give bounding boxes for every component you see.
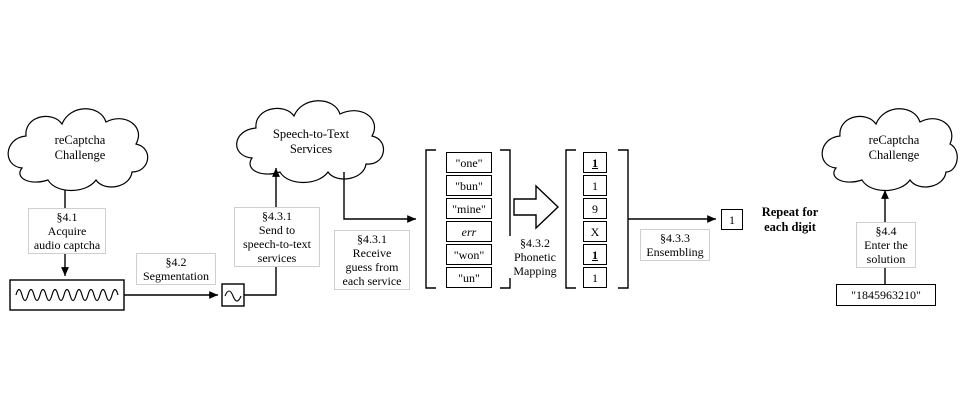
guess-cell-6: "un" [446, 267, 492, 288]
repeat-note-line-2: each digit [764, 220, 816, 234]
mapped-cell-6: 1 [583, 267, 607, 288]
mapped-cell-2: 1 [583, 175, 607, 196]
step-receive-line-2: guess from [345, 260, 399, 274]
step-phonetic-line-1: Phonetic [514, 250, 556, 264]
step-segmentation-line-1: Segmentation [143, 269, 209, 283]
step-enter-label: §4.4 Enter the solution [856, 222, 916, 268]
step-send-section: §4.3.1 [262, 209, 292, 223]
cloud-right: reCaptcha Challenge [844, 133, 944, 163]
bracket-guesses-right [500, 149, 511, 289]
step-acquire-line-1: Acquire [47, 224, 87, 238]
cloud-left-line-2: Challenge [54, 148, 106, 162]
step-acquire-section: §4.1 [56, 210, 78, 224]
waveform-icon [15, 288, 119, 302]
step-acquire-label: §4.1 Acquire audio captcha [28, 208, 106, 254]
cloud-right-line-1: reCaptcha [868, 133, 920, 147]
bracket-mapped-right [618, 149, 629, 289]
cloud-right-line-2: Challenge [868, 148, 920, 162]
guess-cell-1: "one" [446, 152, 492, 173]
cloud-middle-line-2: Services [289, 142, 333, 156]
step-send-line-2: speech-to-text [243, 237, 311, 251]
guess-cell-5: "won" [446, 244, 492, 265]
step-segmentation-section: §4.2 [165, 255, 187, 269]
mapped-cell-5: 1 [583, 244, 607, 265]
mapped-cell-4: X [583, 221, 607, 242]
cloud-shape-middle [236, 100, 385, 184]
step-send-line-1: Send to [258, 223, 296, 237]
step-receive-label: §4.3.1 Receive guess from each service [334, 230, 410, 290]
step-enter-line-2: solution [866, 252, 906, 266]
guess-cell-3: "mine" [446, 198, 492, 219]
mapped-cell-1: 1 [583, 152, 607, 173]
guess-cell-4: err [446, 221, 492, 242]
cloud-shape-left [7, 108, 149, 192]
solution-box: "1845963210" [836, 284, 936, 306]
cloud-middle: Speech-to-Text Services [256, 127, 366, 157]
step-phonetic-line-2: Mapping [513, 264, 557, 278]
cloud-shape-right [821, 108, 958, 192]
repeat-note: Repeat for each digit [750, 205, 830, 235]
cloud-left-line-1: reCaptcha [54, 133, 106, 147]
step-phonetic-label: §4.3.2 Phonetic Mapping [507, 236, 563, 278]
waveform-box [9, 279, 125, 311]
step-receive-line-1: Receive [352, 246, 392, 260]
segment-wave-icon [224, 290, 242, 302]
step-ensembling-line-1: Ensembling [646, 245, 704, 259]
step-enter-line-1: Enter the [864, 238, 908, 252]
cloud-middle-line-1: Speech-to-Text [272, 127, 350, 141]
step-segmentation-label: §4.2 Segmentation [136, 253, 216, 285]
result-digit-box: 1 [721, 209, 743, 230]
step-send-line-3: services [257, 251, 297, 265]
step-receive-line-3: each service [342, 274, 402, 288]
bracket-mapped-left [565, 149, 576, 289]
step-enter-section: §4.4 [875, 224, 897, 238]
bracket-guesses-left [425, 149, 436, 289]
step-acquire-line-2: audio captcha [33, 238, 101, 252]
cloud-left: reCaptcha Challenge [30, 133, 130, 163]
phonetic-arrow-icon [513, 184, 560, 230]
step-ensembling-section: §4.3.3 [660, 231, 690, 245]
guess-cell-2: "bun" [446, 175, 492, 196]
step-receive-section: §4.3.1 [357, 232, 387, 246]
step-send-label: §4.3.1 Send to speech-to-text services [234, 207, 320, 267]
repeat-note-line-1: Repeat for [761, 205, 819, 219]
mapped-cell-3: 9 [583, 198, 607, 219]
step-phonetic-section: §4.3.2 [520, 236, 550, 250]
step-ensembling-label: §4.3.3 Ensembling [640, 229, 710, 261]
arrow-receive [343, 172, 416, 223]
